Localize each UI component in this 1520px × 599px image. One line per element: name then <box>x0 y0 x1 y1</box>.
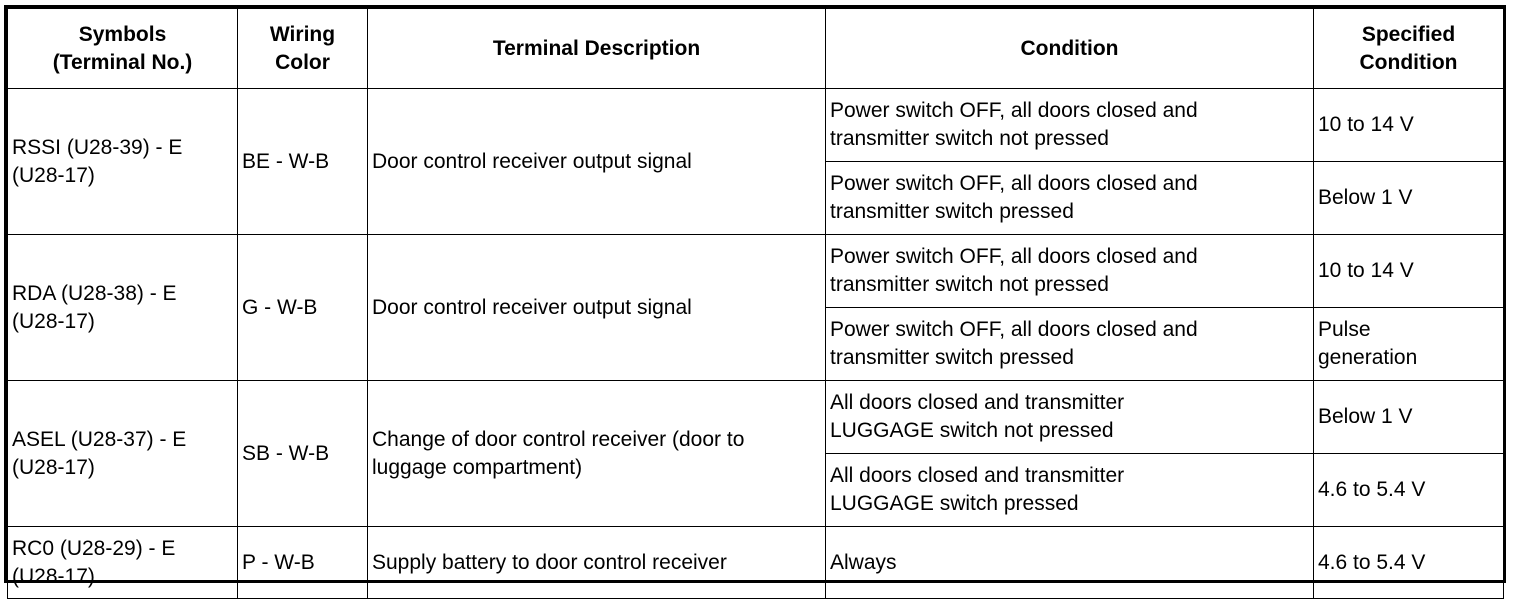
specified-condition-cell: Pulse generation <box>1313 307 1504 381</box>
wiring-color-cell: P - W-B <box>237 526 368 599</box>
table-row: RDA (U28-38) - E (U28-17) G - W-B Door c… <box>7 234 1504 381</box>
wiring-color-cell: G - W-B <box>237 234 368 381</box>
header-wiring-color: Wiring Color <box>237 8 368 89</box>
symbol-cell: RDA (U28-38) - E (U28-17) <box>7 234 238 381</box>
specified-condition-cell: 10 to 14 V <box>1313 88 1504 162</box>
table-row: Power switch OFF, all doors closed and t… <box>8 307 1504 381</box>
symbol-cell: ASEL (U28-37) - E (U28-17) <box>7 380 238 527</box>
table-row: RSSI (U28-39) - E (U28-17) BE - W-B Door… <box>7 88 1504 235</box>
terminal-description-cell: Change of door control receiver (door to… <box>367 380 826 527</box>
specified-condition-cell: 4.6 to 5.4 V <box>1313 453 1504 527</box>
symbol-cell: RSSI (U28-39) - E (U28-17) <box>7 88 238 235</box>
wiring-color-cell: BE - W-B <box>237 88 368 235</box>
header-specified-condition: Specified Condition <box>1313 8 1504 89</box>
condition-cell: All doors closed and transmitter LUGGAGE… <box>825 453 1314 527</box>
header-condition: Condition <box>825 8 1314 89</box>
specified-condition-cell: Below 1 V <box>1313 161 1504 235</box>
condition-cell: All doors closed and transmitter LUGGAGE… <box>825 380 1314 454</box>
table-row: RC0 (U28-29) - E (U28-17) P - W-B Supply… <box>7 526 1504 599</box>
table-row: All doors closed and transmitter LUGGAGE… <box>8 453 1504 527</box>
condition-cell: Power switch OFF, all doors closed and t… <box>825 161 1314 235</box>
header-terminal-description: Terminal Description <box>367 8 826 89</box>
table-row: Power switch OFF, all doors closed and t… <box>8 161 1504 235</box>
terminal-description-cell: Supply battery to door control receiver <box>367 526 826 599</box>
symbol-cell: RC0 (U28-29) - E (U28-17) <box>7 526 238 599</box>
table-row: ASEL (U28-37) - E (U28-17) SB - W-B Chan… <box>7 380 1504 527</box>
specified-condition-cell: 4.6 to 5.4 V <box>1313 526 1504 599</box>
wiring-color-cell: SB - W-B <box>237 380 368 527</box>
condition-cell: Always <box>825 526 1314 599</box>
header-symbols: Symbols (Terminal No.) <box>7 8 238 89</box>
terminal-description-cell: Door control receiver output signal <box>367 88 826 235</box>
condition-cell: Power switch OFF, all doors closed and t… <box>825 234 1314 308</box>
terminal-inspection-table: Symbols (Terminal No.) Wiring Color Term… <box>7 8 1504 599</box>
terminal-description-cell: Door control receiver output signal <box>367 234 826 381</box>
condition-cell: Power switch OFF, all doors closed and t… <box>825 88 1314 162</box>
specified-condition-cell: 10 to 14 V <box>1313 234 1504 308</box>
condition-cell: Power switch OFF, all doors closed and t… <box>825 307 1314 381</box>
specified-condition-cell: Below 1 V <box>1313 380 1504 454</box>
table-header-row: Symbols (Terminal No.) Wiring Color Term… <box>7 8 1504 89</box>
terminal-table-frame: Symbols (Terminal No.) Wiring Color Term… <box>4 5 1506 599</box>
